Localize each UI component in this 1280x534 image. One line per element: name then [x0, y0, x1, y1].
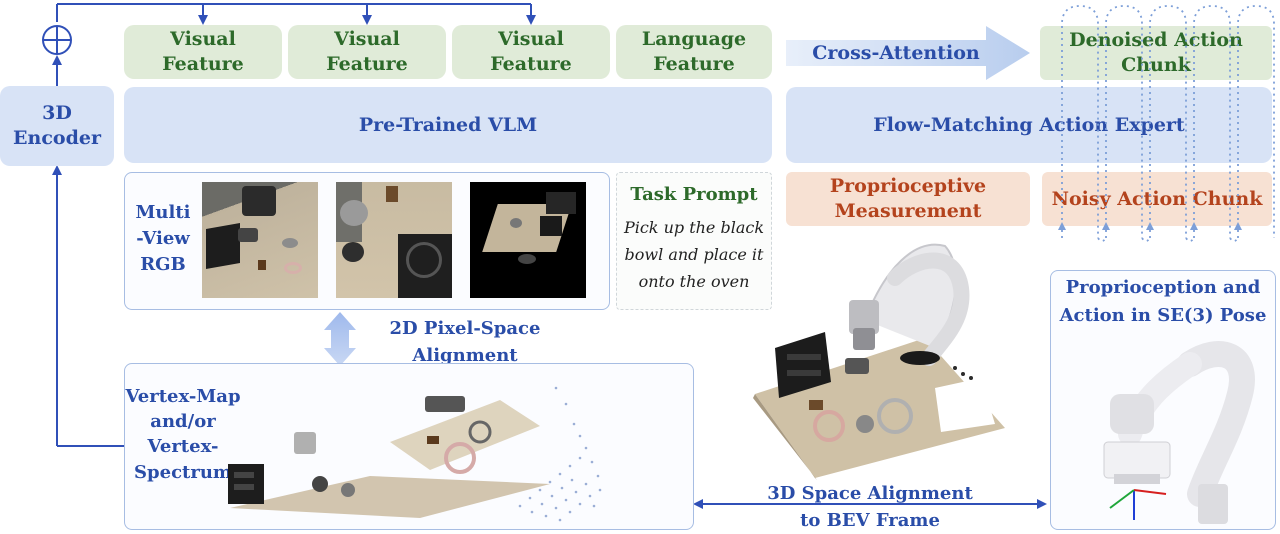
feature-label-line1: Visual	[170, 28, 236, 51]
pixel-alignment-line1: 2D Pixel-Space	[389, 318, 541, 339]
multiview-label: Multi -View RGB	[128, 200, 198, 278]
vertex-line1: Vertex-Map	[125, 386, 241, 407]
feature-label-line1: Language	[641, 28, 747, 51]
vertex-line3: Vertex-	[147, 436, 219, 458]
space-alignment-label: 3D Space Alignment to BEV Frame	[760, 480, 980, 534]
encoder-label-line2: Encoder	[13, 127, 101, 149]
feature-label-line2: Feature	[653, 53, 735, 75]
action-expert-label: Flow-Matching Action Expert	[873, 113, 1185, 136]
flow-matching-action-expert: Flow-Matching Action Expert	[786, 87, 1272, 163]
proprio-line2: Measurement	[834, 200, 982, 222]
noisy-action-chunk: Noisy Action Chunk	[1042, 172, 1272, 226]
task-prompt-line1: Pick up the black	[623, 218, 765, 237]
space-alignment-line1: 3D Space Alignment	[767, 483, 973, 504]
feature-label-line2: Feature	[490, 53, 572, 75]
task-prompt-box	[616, 172, 772, 310]
proprio-line1: Proprioceptive	[829, 175, 987, 198]
3d-encoder-block: 3D Encoder	[0, 86, 114, 166]
multiview-line3: RGB	[140, 254, 186, 276]
pixel-alignment-arrow	[324, 312, 356, 366]
feature-label-line2: Feature	[162, 53, 244, 75]
pretrained-vlm-block: Pre-Trained VLM	[124, 87, 772, 163]
vlm-label: Pre-Trained VLM	[358, 113, 538, 136]
task-prompt-line2: bowl and place it	[624, 245, 764, 265]
se3-line2: Action in SE(3) Pose	[1059, 304, 1267, 326]
vertex-line4: Spectrum	[134, 461, 232, 483]
task-prompt-title: Task Prompt	[630, 184, 758, 205]
denoised-label: Denoised Action Chunk	[1069, 29, 1243, 76]
vertex-line2: and/or	[150, 411, 216, 433]
feature-label-line1: Visual	[334, 28, 400, 51]
space-alignment-line2: to BEV Frame	[800, 510, 940, 531]
cross-attention-arrow	[786, 26, 1030, 80]
task-prompt-line3: onto the oven	[638, 272, 750, 292]
robot-scene-3d-image	[753, 243, 1005, 480]
task-prompt-text: Pick up the black bowl and place it onto…	[616, 214, 772, 296]
spectrum-dots	[518, 386, 602, 522]
feature-label-line1: Visual	[498, 28, 564, 51]
feature-label-line2: Feature	[326, 53, 408, 75]
encoder-output-lines	[52, 3, 1047, 509]
camera-view-1-image	[202, 182, 318, 298]
camera-view-2-image	[336, 182, 452, 298]
pixel-alignment-label: 2D Pixel-Space Alignment	[380, 315, 550, 369]
denoised-action-chunk: Denoised Action Chunk	[1040, 26, 1272, 80]
camera-view-3-image	[470, 182, 586, 298]
sum-icon	[42, 25, 72, 55]
pixel-alignment-line2: Alignment	[412, 345, 518, 366]
robot-arm-se3-image	[1103, 341, 1255, 524]
multiview-line1: Multi	[135, 202, 191, 223]
vertex-label: Vertex-Map and/or Vertex- Spectrum	[124, 384, 242, 485]
cross-attention-label: Cross-Attention	[812, 42, 980, 64]
vertex-map-point-cloud-image	[228, 386, 602, 522]
multiview-line2: -View	[136, 228, 190, 250]
se3-line1: Proprioception and	[1065, 277, 1261, 298]
encoder-label-line1: 3D	[42, 102, 72, 125]
denoising-loops	[1058, 5, 1275, 242]
se3-label: Proprioception and Action in SE(3) Pose	[1050, 274, 1276, 330]
noisy-label: Noisy Action Chunk	[1051, 187, 1263, 210]
